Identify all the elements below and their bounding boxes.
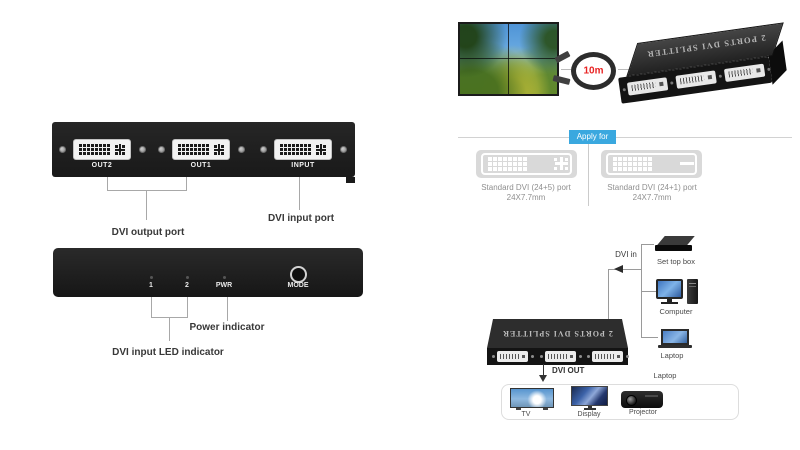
dvi-pins-icon xyxy=(79,144,82,147)
callout-line xyxy=(227,297,228,321)
mode-button xyxy=(290,266,307,283)
nature-image xyxy=(460,24,557,94)
led-label-2: 2 xyxy=(185,282,189,289)
extra-laptop-label: Laptop xyxy=(653,371,677,380)
mounting-tab xyxy=(346,177,355,183)
projector-icon xyxy=(621,391,663,408)
display-icon xyxy=(571,386,608,406)
led-indicator-2 xyxy=(186,276,189,279)
mode-button-label: MODE xyxy=(287,282,309,289)
stub-line xyxy=(641,337,658,338)
apply-for-badge: Apply for xyxy=(569,130,616,144)
dvi-port-icon xyxy=(274,139,332,160)
led-indicator-pwr xyxy=(223,276,226,279)
projector-lens xyxy=(626,395,637,406)
screw-icon xyxy=(59,146,66,153)
dvi-port-icon xyxy=(626,77,669,96)
dvi-24-5-card xyxy=(476,150,577,178)
dvi-port-icon xyxy=(545,351,576,362)
stub-line xyxy=(641,244,654,245)
arrow-left-icon xyxy=(614,265,623,273)
dvi-24-5-title: Standard DVI (24+5) port xyxy=(481,183,571,192)
dvi-port-icon xyxy=(73,139,131,160)
set-top-box-label: Set top box xyxy=(657,257,695,266)
led-label-pwr: PWR xyxy=(215,282,233,289)
screw-icon xyxy=(260,146,267,153)
led-indicator-1 xyxy=(150,276,153,279)
laptop-label: Laptop xyxy=(660,351,684,360)
callout-line xyxy=(107,190,187,191)
display-label: Display xyxy=(577,411,601,418)
led-indicator-label: DVI input LED indicator xyxy=(112,347,224,358)
dvi-output-port-label: DVI output port xyxy=(111,227,185,238)
splitter-device-photo: 2 PORTS DVI SPLITTER xyxy=(613,20,792,107)
dvi-out-line xyxy=(543,364,544,376)
callout-line xyxy=(299,177,300,210)
port-label-input: INPUT xyxy=(291,162,315,169)
cable-length-label: 10m xyxy=(583,65,604,77)
dvi-port-icon xyxy=(497,351,528,362)
laptop-icon xyxy=(661,329,689,345)
port-label-out1: OUT1 xyxy=(190,162,212,169)
screw-icon xyxy=(139,146,146,153)
screw-icon xyxy=(158,146,165,153)
projector-label: Projector xyxy=(628,409,657,416)
divider-line xyxy=(588,144,589,206)
callout-line xyxy=(146,190,147,220)
dvi-24-5-size: 24X7.7mm xyxy=(506,193,546,202)
dvi-input-port-label: DVI input port xyxy=(267,213,335,224)
screw-icon xyxy=(340,146,347,153)
dvi-port-icon xyxy=(723,63,766,83)
callout-line xyxy=(107,177,108,191)
splitter-rear-panel: OUT2 OUT1 INPUT xyxy=(52,122,355,177)
dvi-out-label: DVI OUT xyxy=(552,366,585,375)
video-wall-image xyxy=(458,22,559,96)
device-name-label: 2 PORTS DVI SPLITTER xyxy=(645,33,767,60)
dvi-cable-icon: 10m xyxy=(571,52,616,90)
computer-icon xyxy=(656,279,683,299)
dvi-port-icon xyxy=(675,70,717,89)
tv-label: TV xyxy=(521,411,531,418)
divider-line xyxy=(458,137,792,138)
set-top-box-icon xyxy=(657,236,695,245)
screw-icon xyxy=(238,146,245,153)
port-label-out2: OUT2 xyxy=(91,162,113,169)
dvi-in-line xyxy=(608,269,641,270)
dvi-in-label: DVI in xyxy=(615,250,637,259)
tv-icon xyxy=(510,388,554,408)
stub-line xyxy=(641,291,657,292)
dvi-24-1-title: Standard DVI (24+1) port xyxy=(607,183,697,192)
callout-line xyxy=(186,177,187,191)
splitter-diagram-device: 2 PORTS DVI SPLITTER xyxy=(487,319,628,365)
dvi-24-1-card xyxy=(601,150,702,178)
dvi-24-1-size: 24X7.7mm xyxy=(632,193,672,202)
power-indicator-label: Power indicator xyxy=(189,322,265,333)
callout-line xyxy=(169,317,170,341)
callout-line xyxy=(151,297,152,318)
splitter-front-panel: 1 2 PWR MODE xyxy=(53,248,363,297)
device-name-label: 2 PORTS DVI SPLITTER xyxy=(502,329,613,338)
arrow-down-icon xyxy=(539,375,547,382)
dvi-in-line xyxy=(608,269,609,319)
dvi-port-icon xyxy=(172,139,230,160)
computer-label: Computer xyxy=(659,307,693,316)
led-label-1: 1 xyxy=(149,282,153,289)
callout-line xyxy=(187,297,188,318)
screw-icon xyxy=(492,355,495,358)
dvi-port-icon xyxy=(592,351,623,362)
connection-line xyxy=(561,69,574,70)
